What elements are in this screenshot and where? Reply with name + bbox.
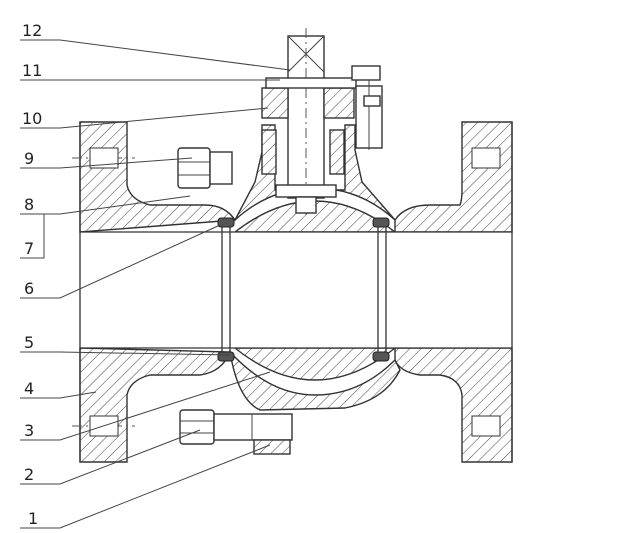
gland <box>261 77 357 175</box>
callout-7: 7 <box>24 239 34 258</box>
callout-8: 8 <box>24 195 34 214</box>
callout-9: 9 <box>24 149 34 168</box>
gland-bolt <box>351 65 383 150</box>
body-bottom-bowl <box>228 349 401 411</box>
body-right-upper <box>394 121 513 233</box>
flow-bore <box>80 232 512 348</box>
ball-bore-edges <box>221 225 387 355</box>
body-bolt-bottom <box>179 409 293 455</box>
body-left-upper <box>79 121 237 233</box>
flange-bolt-holes <box>72 147 501 437</box>
seat-rings <box>217 217 390 362</box>
callout-2: 2 <box>24 465 34 484</box>
callout-12: 12 <box>22 21 42 40</box>
body-right-lower <box>394 347 513 463</box>
body-bolt-top <box>177 147 233 189</box>
callout-3: 3 <box>24 421 34 440</box>
callout-1: 1 <box>28 509 38 528</box>
callout-5: 5 <box>24 333 34 352</box>
callout-4: 4 <box>24 379 34 398</box>
callout-10: 10 <box>22 109 42 128</box>
stem <box>275 28 337 215</box>
body-left-lower <box>79 347 232 463</box>
callout-11: 11 <box>22 61 42 80</box>
callout-6: 6 <box>24 279 34 298</box>
leader-lines <box>20 39 291 529</box>
